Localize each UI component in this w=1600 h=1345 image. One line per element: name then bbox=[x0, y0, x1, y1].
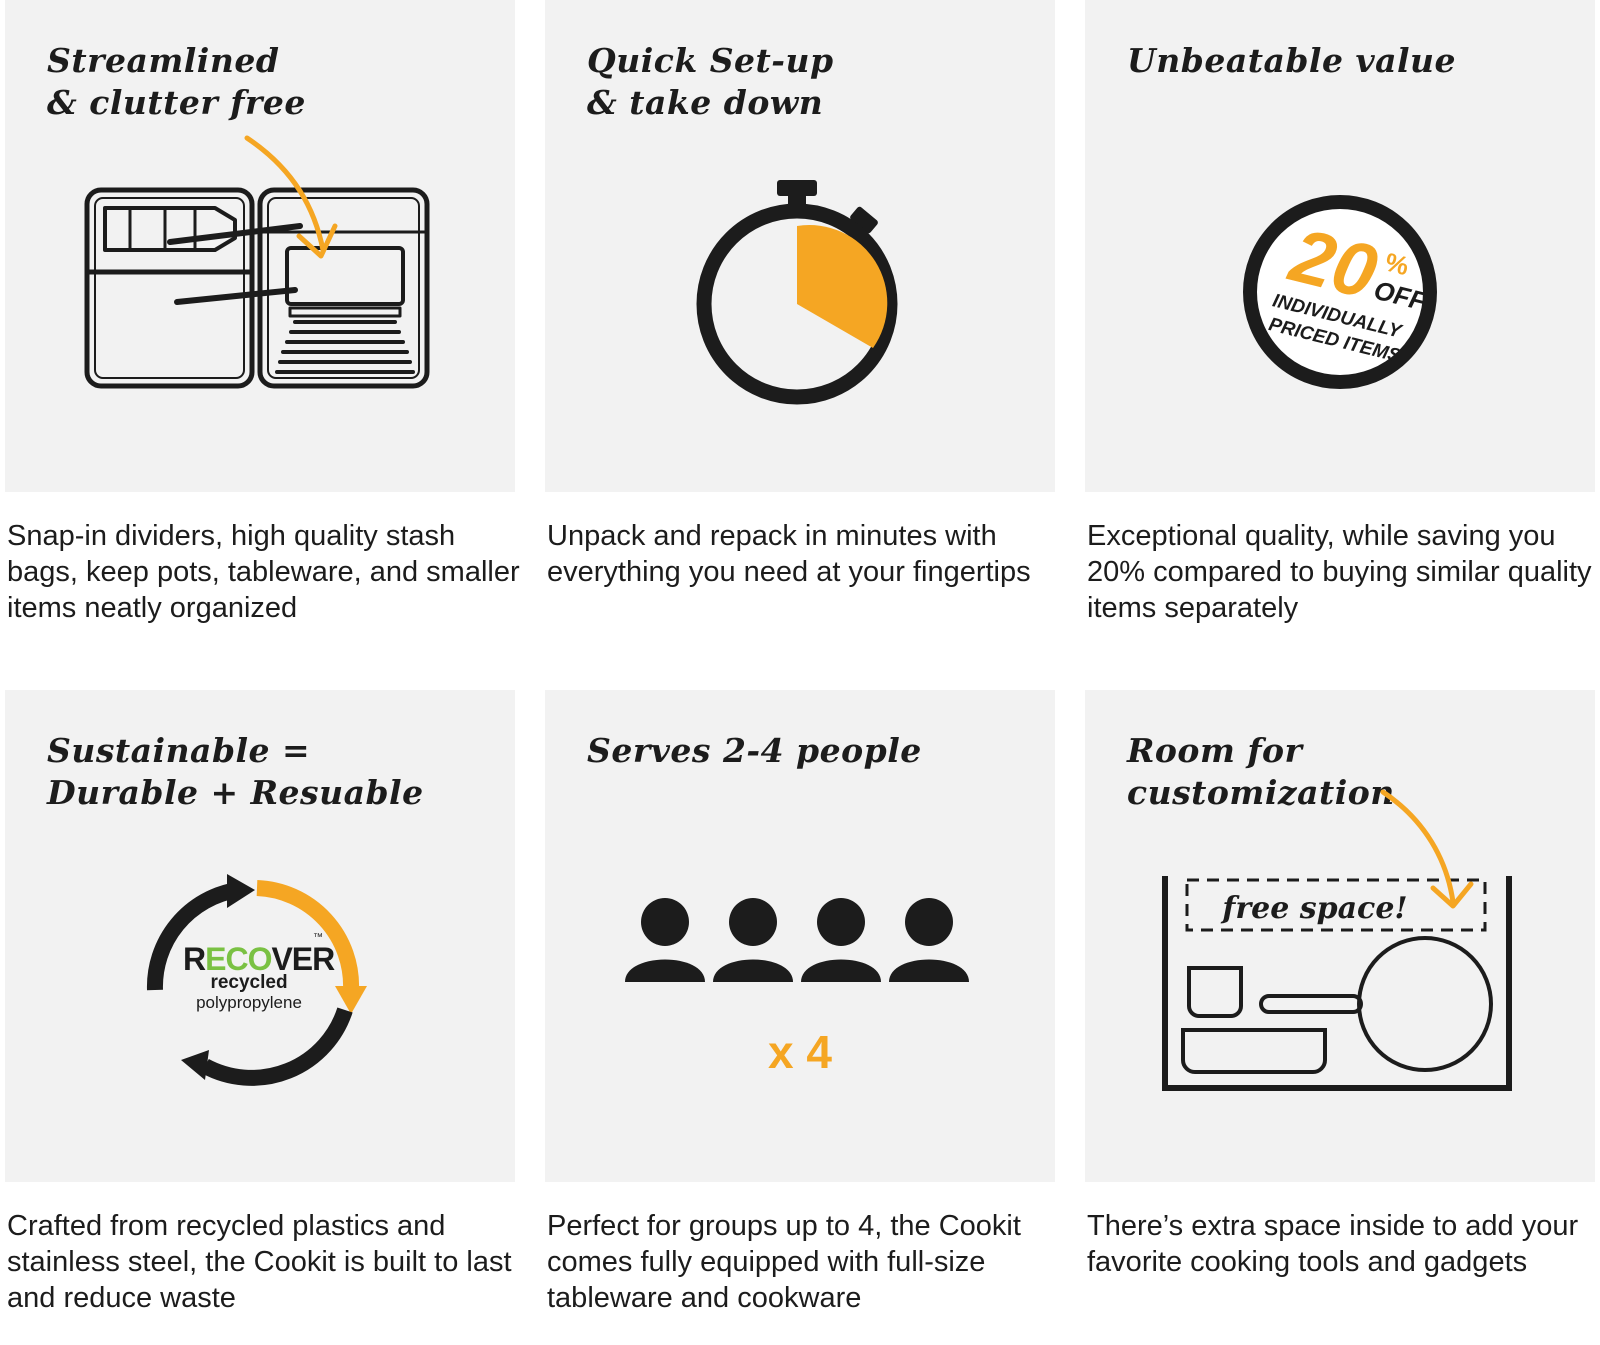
feature-title-line: Sustainable = bbox=[47, 731, 311, 770]
feature-title: Sustainable = Durable + Resuable bbox=[47, 730, 424, 814]
stopwatch-icon bbox=[696, 180, 898, 405]
badge-number: 20 bbox=[1281, 212, 1386, 315]
feature-panel: Room for customization free space! bbox=[1085, 690, 1595, 1182]
feature-title-line: customization bbox=[1127, 773, 1395, 812]
feature-title: Room for customization bbox=[1127, 730, 1395, 814]
organized-case-icon bbox=[84, 135, 430, 389]
recycle-arrows-icon: RECOVER ™ recycled polypropylene bbox=[146, 874, 367, 1086]
people-count-label: x 4 bbox=[768, 1026, 832, 1078]
feature-title-line: & clutter free bbox=[47, 83, 306, 122]
person-icon bbox=[625, 898, 705, 982]
recover-logo: RECOVER ™ recycled polypropylene bbox=[183, 932, 336, 1012]
svg-text:recycled: recycled bbox=[210, 972, 287, 993]
feature-title: Quick Set-up & take down bbox=[587, 40, 834, 124]
feature-description: Perfect for groups up to 4, the Cookit c… bbox=[547, 1210, 1021, 1314]
open-box-icon: free space! bbox=[1162, 789, 1512, 1091]
feature-title-line: Quick Set-up bbox=[587, 41, 834, 80]
person-icon bbox=[801, 898, 881, 982]
person-icon bbox=[889, 898, 969, 982]
feature-title-line: Serves 2-4 people bbox=[587, 731, 922, 770]
feature-panel: Unbeatable value 20 % OFF INDIVIDUALLY P… bbox=[1085, 0, 1595, 492]
feature-description: Unpack and repack in minutes with everyt… bbox=[547, 520, 1031, 588]
feature-panel: Sustainable = Durable + Resuable RECOVER… bbox=[5, 690, 515, 1182]
feature-title-line: Durable + Resuable bbox=[47, 773, 424, 812]
feature-title-line: Room for bbox=[1127, 731, 1303, 770]
feature-panel: Streamlined & clutter free bbox=[5, 0, 515, 492]
feature-description: Crafted from recycled plastics and stain… bbox=[7, 1210, 512, 1314]
feature-title: Streamlined & clutter free bbox=[47, 40, 306, 124]
feature-panel: Quick Set-up & take down bbox=[545, 0, 1055, 492]
person-icon-group bbox=[625, 898, 969, 982]
people-icon: x 4 bbox=[625, 898, 969, 1078]
person-icon bbox=[713, 898, 793, 982]
svg-text:™: ™ bbox=[313, 932, 323, 943]
feature-title-line: Unbeatable value bbox=[1127, 41, 1457, 80]
feature-description: Snap-in dividers, high quality stash bag… bbox=[7, 520, 520, 624]
feature-description: There’s extra space inside to add your f… bbox=[1087, 1210, 1579, 1278]
feature-title: Serves 2-4 people bbox=[587, 730, 922, 772]
feature-title: Unbeatable value bbox=[1127, 40, 1456, 82]
svg-text:polypropylene: polypropylene bbox=[196, 993, 302, 1012]
feature-description: Exceptional quality, while saving you 20… bbox=[1087, 520, 1592, 624]
svg-text:RECOVER: RECOVER bbox=[183, 941, 335, 977]
free-space-label: free space! bbox=[1220, 891, 1407, 926]
discount-badge-icon: 20 % OFF INDIVIDUALLY PRICED ITEMS bbox=[1243, 195, 1437, 389]
feature-panel: Serves 2-4 people x 4 bbox=[545, 690, 1055, 1182]
feature-title-line: & take down bbox=[587, 83, 824, 122]
feature-title-line: Streamlined bbox=[47, 41, 280, 80]
